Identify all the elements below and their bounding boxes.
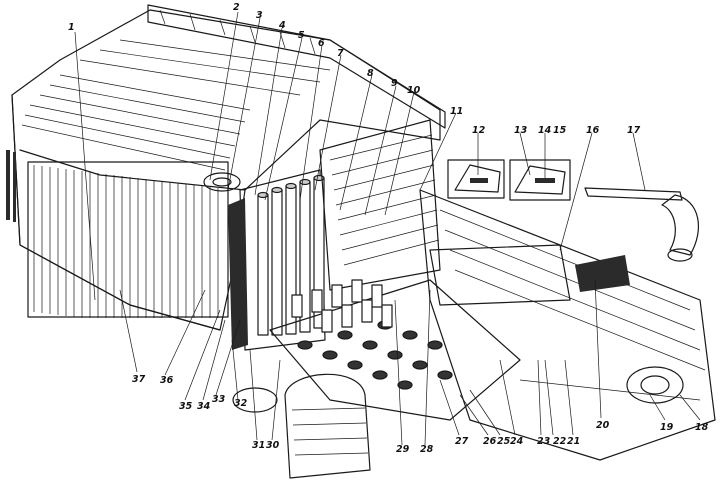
- callout-29: 29: [396, 444, 410, 455]
- callout-7: 7: [337, 48, 344, 59]
- callout-30: 30: [266, 440, 280, 451]
- callout-14: 14: [538, 125, 552, 136]
- bottom-duct: [232, 373, 371, 479]
- callout-33: 33: [212, 394, 226, 405]
- callout-17: 17: [627, 125, 641, 136]
- right-pan: [419, 189, 716, 461]
- callout-25: 25: [497, 436, 511, 447]
- leader-lines: [74, 11, 701, 446]
- callout-19: 19: [660, 422, 674, 433]
- callout-8: 8: [367, 68, 374, 79]
- callout-15: 15: [553, 125, 567, 136]
- callout-32: 32: [234, 398, 248, 409]
- callout-2: 2: [233, 2, 240, 13]
- callout-6: 6: [318, 38, 325, 49]
- callout-27: 27: [455, 436, 469, 447]
- callout-28: 28: [420, 444, 434, 455]
- callout-34: 34: [197, 401, 211, 412]
- callout-37: 37: [132, 374, 146, 385]
- detail-17-elbow: [584, 187, 699, 262]
- callout-13: 13: [514, 125, 528, 136]
- callout-22: 22: [553, 436, 567, 447]
- callout-36: 36: [160, 375, 174, 386]
- top-rail: [147, 4, 446, 129]
- callout-4: 4: [278, 20, 286, 31]
- callout-31: 31: [252, 440, 265, 451]
- filter-cylinders: [228, 169, 326, 351]
- callout-12: 12: [472, 125, 486, 136]
- rear-frame: [319, 119, 441, 291]
- callout-18: 18: [695, 422, 709, 433]
- callout-9: 9: [391, 78, 398, 89]
- main-housing: [6, 9, 441, 331]
- callout-21: 21: [567, 436, 580, 447]
- callout-16: 16: [586, 125, 600, 136]
- callout-20: 20: [596, 420, 610, 431]
- callout-10: 10: [407, 85, 421, 96]
- callouts: 1 2 3 4 5 6 7 8 9 10 11 12 13 14 15 16 1…: [68, 2, 709, 455]
- callout-1: 1: [68, 22, 75, 33]
- callout-5: 5: [298, 30, 305, 41]
- callout-26: 26: [483, 436, 497, 447]
- callout-35: 35: [179, 401, 193, 412]
- floor-plate: [269, 279, 521, 421]
- callout-23: 23: [537, 436, 551, 447]
- callout-24: 24: [510, 436, 524, 447]
- detail-insets: [447, 159, 571, 201]
- callout-11: 11: [450, 106, 463, 117]
- callout-3: 3: [256, 10, 263, 21]
